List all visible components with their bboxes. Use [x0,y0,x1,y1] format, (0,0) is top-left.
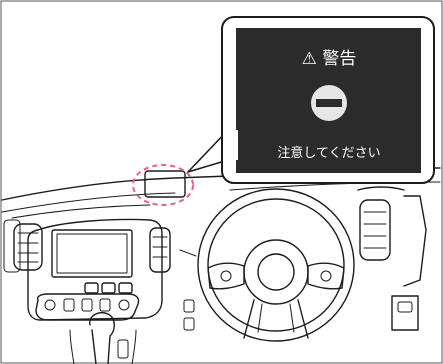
warning-callout: ⚠ 警告 注意してください [221,16,435,184]
console-buttons [35,282,140,321]
center-right-vents [149,227,171,273]
center-console [27,218,163,321]
warning-heading: ⚠ 警告 [302,49,357,69]
right-dash [357,186,427,331]
display-unit [144,170,186,198]
steering-wheel [197,188,355,342]
left-vents [3,219,43,273]
warning-message: 注意してください [277,145,380,161]
no-entry-icon [311,85,347,121]
gear-shifter [69,311,137,364]
highlight-circle [132,164,194,206]
left-stalks [179,249,197,331]
